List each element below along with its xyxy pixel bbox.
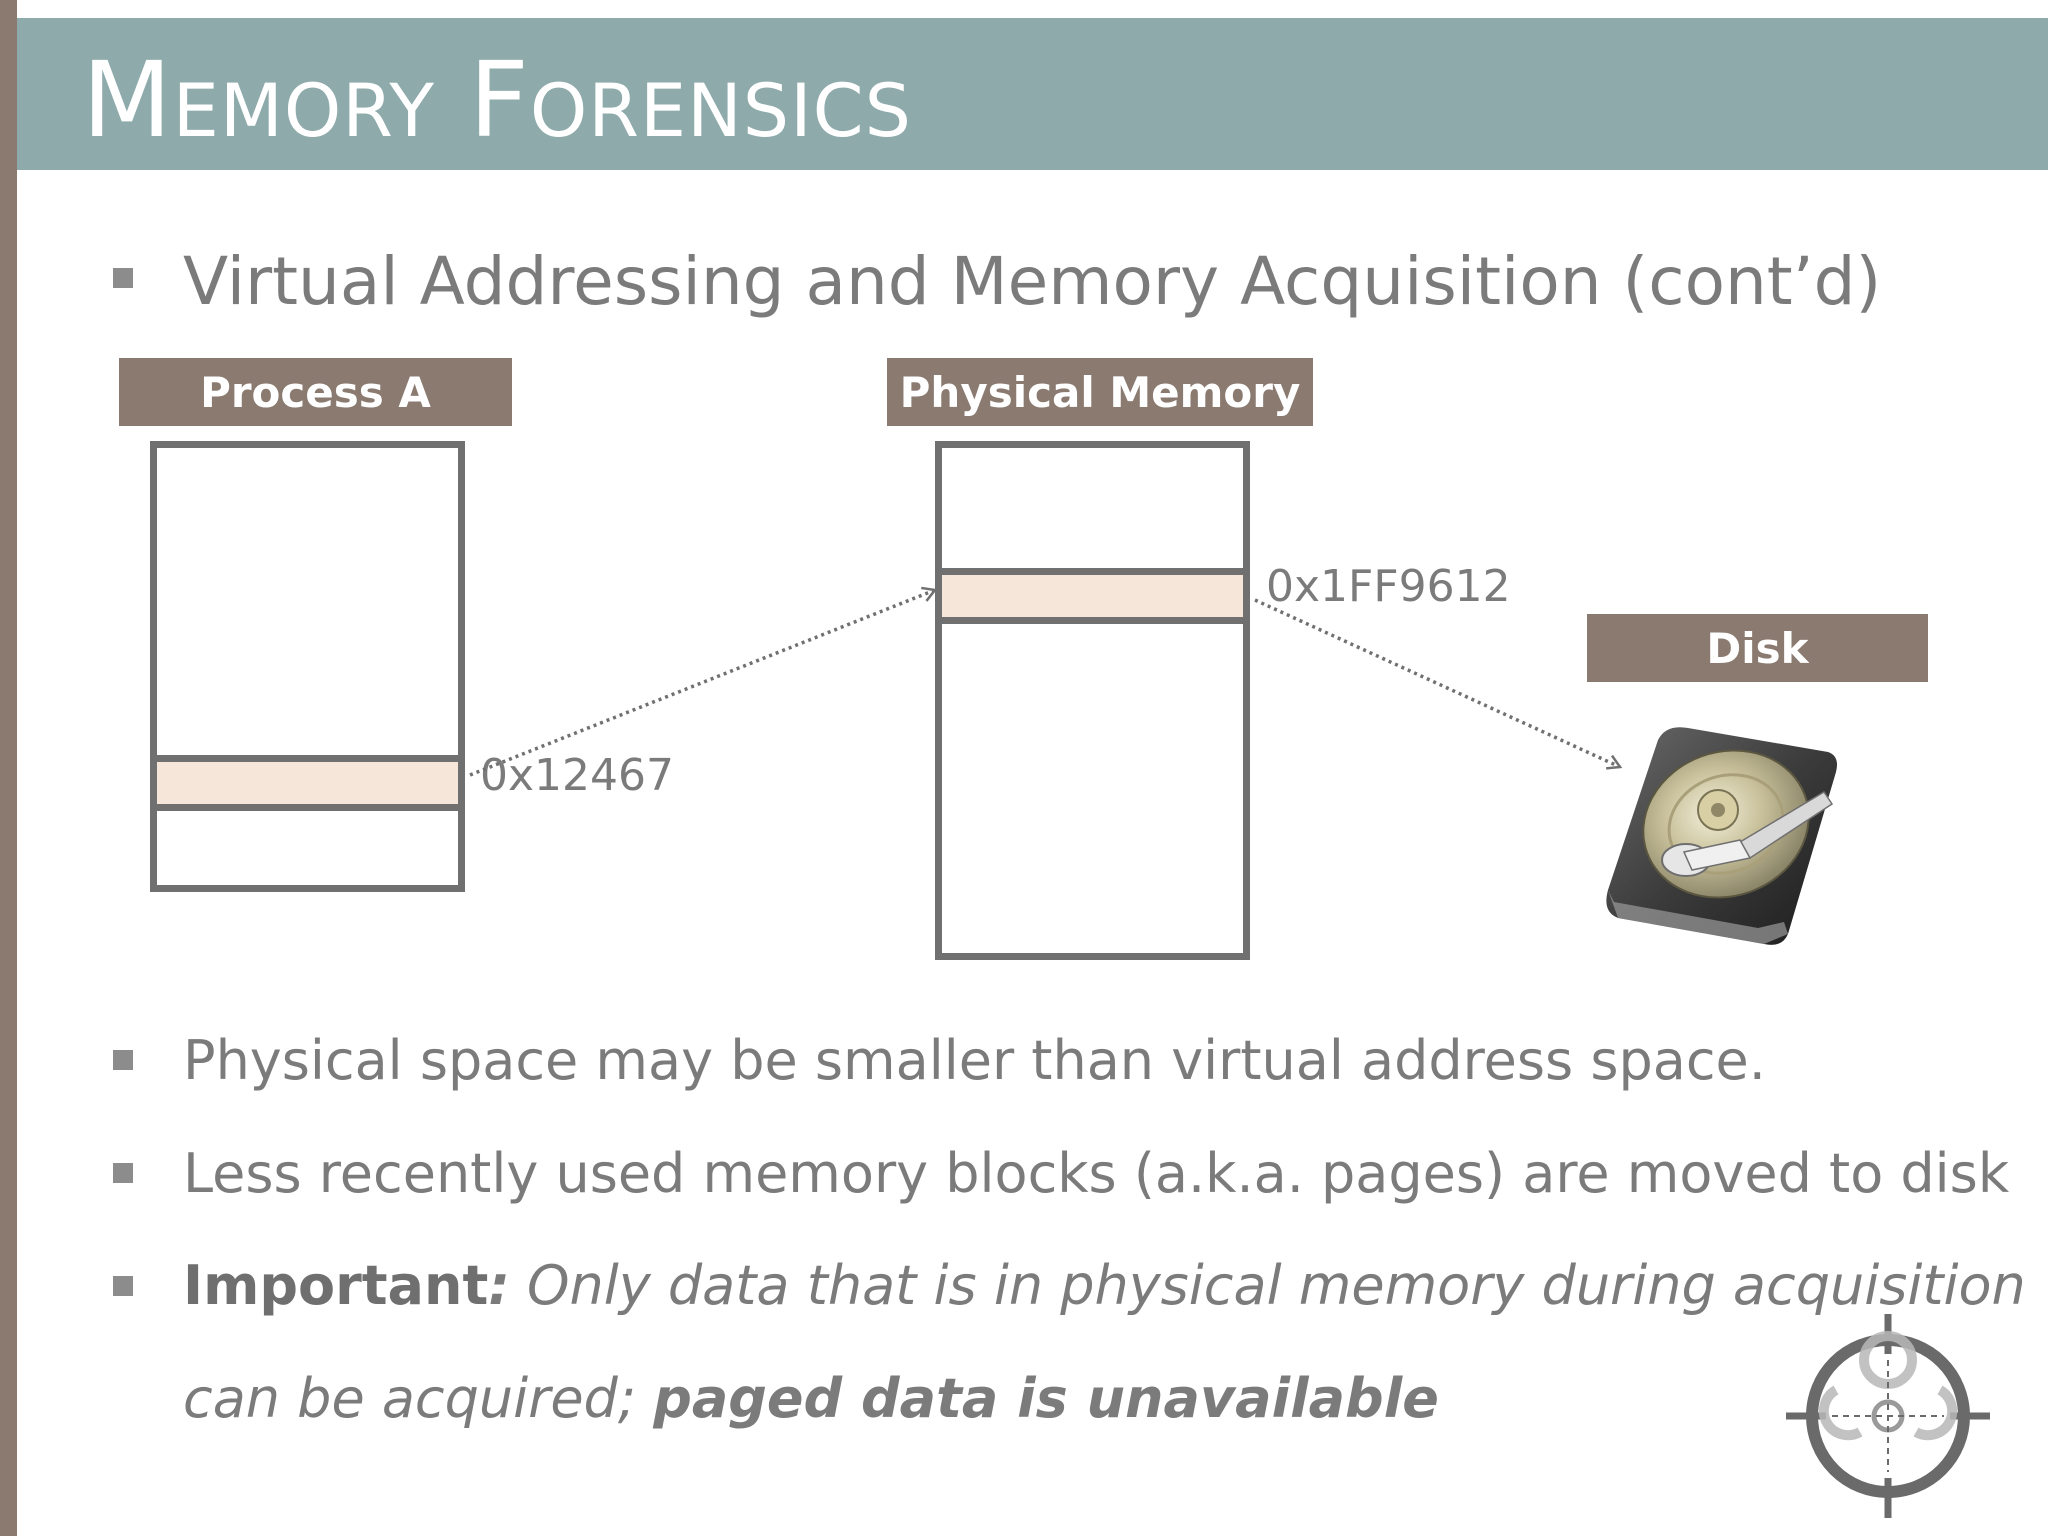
bullet-marker <box>113 1276 133 1296</box>
point-important-line1: Important: Only data that is in physical… <box>183 1251 2026 1321</box>
point-pages-to-disk: Less recently used memory blocks (a.k.a.… <box>183 1142 2010 1205</box>
process-a-label: Process A <box>119 358 512 426</box>
process-a-memory <box>150 441 465 892</box>
bullet-marker <box>113 1163 133 1183</box>
important-text-line1: Only data that is in physical memory dur… <box>509 1254 2026 1317</box>
virtual-to-physical-arrow <box>469 586 938 777</box>
physical-memory-label: Physical Memory <box>887 358 1313 426</box>
slide-title: Memory Forensics <box>82 39 912 161</box>
paged-data-emphasis: paged data is unavailable <box>653 1367 1439 1430</box>
slide-subheading: Virtual Addressing and Memory Acquisitio… <box>183 243 1882 320</box>
point-important-line2: can be acquired; paged data is unavailab… <box>183 1364 1439 1434</box>
physical-page-block <box>942 568 1243 624</box>
important-label: Important <box>183 1254 489 1317</box>
physical-to-disk-arrow <box>1254 598 1623 770</box>
virtual-address-label: 0x12467 <box>480 750 675 801</box>
physical-memory <box>935 441 1250 960</box>
hard-disk-icon <box>1606 727 1837 945</box>
point-physical-space: Physical space may be smaller than virtu… <box>183 1029 1766 1092</box>
virtual-page-block <box>157 755 458 811</box>
important-text-line2: can be acquired; <box>183 1367 654 1430</box>
biohazard-crosshair-logo <box>1786 1314 1990 1518</box>
title-band <box>17 18 2048 170</box>
physical-address-label: 0x1FF9612 <box>1266 561 1511 612</box>
left-accent-bar <box>0 0 17 1536</box>
important-colon: : <box>488 1254 510 1317</box>
bullet-marker <box>113 1050 133 1070</box>
disk-label: Disk <box>1587 614 1928 682</box>
top-strip <box>0 0 2048 18</box>
bullet-marker <box>113 268 133 288</box>
